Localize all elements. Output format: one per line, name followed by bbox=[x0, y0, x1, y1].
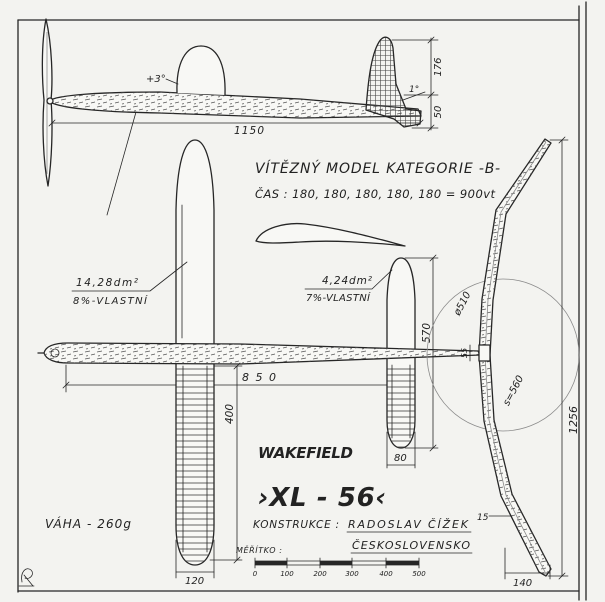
moment-arm-label: 850 bbox=[242, 371, 276, 384]
propeller-disc bbox=[426, 278, 580, 432]
fin-height-label: 176 bbox=[433, 57, 444, 76]
stab-span-extension-lines bbox=[404, 254, 439, 452]
propeller-hub bbox=[478, 344, 491, 362]
model-category: WAKEFIELD bbox=[258, 444, 353, 462]
stabilizer-airfoil-label: 7%-VLASTNÍ bbox=[306, 291, 371, 304]
wing-incidence-label: +3° bbox=[146, 74, 166, 85]
scale-bar bbox=[254, 557, 420, 569]
wing-area-label: 14,28dm² bbox=[76, 277, 139, 289]
propeller-view: ø510 55 s=560 1256 15 140 bbox=[426, 136, 580, 589]
model-weight: VÁHA - 260g bbox=[45, 516, 131, 531]
view-leader-line bbox=[106, 111, 137, 216]
propeller-length-extension-lines bbox=[547, 136, 569, 580]
scale-tick-label: 300 bbox=[345, 570, 359, 578]
length-dimension-label: 1150 bbox=[234, 125, 264, 137]
stabilizer-ribs bbox=[387, 365, 415, 448]
spinner bbox=[46, 97, 54, 105]
stabilizer-area-leader bbox=[304, 269, 393, 290]
fin-height-extension-lines bbox=[391, 39, 439, 129]
blade-width-label: 140 bbox=[513, 578, 532, 589]
moment-arm-extension-lines bbox=[62, 364, 397, 393]
wing-airfoil-label: 8%-VLASTNÍ bbox=[73, 294, 148, 307]
tail-incidence-leader bbox=[402, 91, 426, 101]
scale-tick-label: 400 bbox=[379, 570, 393, 578]
stabilizer-spars bbox=[391, 364, 411, 439]
stabilizer-area-label: 4,24dm² bbox=[322, 275, 373, 287]
length-dimension-ticks bbox=[48, 119, 424, 127]
scale-tick-label: 100 bbox=[280, 570, 294, 578]
fin bbox=[365, 36, 422, 128]
propeller-length-label: 1256 bbox=[567, 406, 580, 434]
top-view: 850 14,28dm² 8%-VLASTNÍ 4,24dm² 7%-VLAST… bbox=[37, 139, 481, 587]
half-span-extension-lines bbox=[209, 362, 243, 564]
fin-lower-label: 50 bbox=[433, 106, 444, 119]
tail-incidence-label: 1° bbox=[409, 85, 419, 95]
hub-dimension-label: 55 bbox=[460, 348, 469, 358]
blade-width-extension-lines bbox=[504, 547, 551, 580]
credits-label: KONSTRUKCE : bbox=[253, 519, 339, 531]
airfoil-section bbox=[255, 222, 406, 247]
scale-segment-3 bbox=[320, 561, 352, 565]
drawing-title: VÍTĚZNÝ MODEL KATEGORIE -B- bbox=[255, 159, 500, 177]
fuselage-side-grain bbox=[49, 92, 421, 118]
wing-pylon bbox=[176, 45, 226, 96]
scale-tick-label: 500 bbox=[412, 570, 426, 578]
half-span-label: 400 bbox=[224, 404, 236, 424]
wing-ribs bbox=[176, 366, 214, 565]
nose-block bbox=[50, 348, 60, 358]
propeller-diameter-label: ø510 bbox=[452, 290, 474, 318]
wing-area-leader bbox=[71, 261, 188, 292]
scale-segment-5 bbox=[386, 561, 419, 565]
flight-times: ČAS : 180, 180, 180, 180, 180 = 900vt bbox=[255, 186, 495, 201]
scale-tick-label: 200 bbox=[313, 570, 327, 578]
signature-logo bbox=[18, 568, 35, 587]
stab-chord-extension-lines bbox=[386, 431, 416, 469]
side-view: +3° 1° 1150 176 50 bbox=[41, 18, 444, 216]
fuselage-top-grain bbox=[44, 343, 480, 364]
model-name: ›XL - 56‹ bbox=[258, 483, 386, 513]
fin-height-ticks bbox=[427, 36, 435, 132]
scale-tick-label: 0 bbox=[253, 570, 258, 578]
title-block: WAKEFIELD ›XL - 56‹ KONSTRUKCE : RADOSLA… bbox=[18, 444, 473, 587]
blade-tip-label: 15 bbox=[477, 513, 489, 523]
wing-chord-label: 120 bbox=[185, 576, 204, 587]
stab-span-label: 570 bbox=[421, 323, 433, 343]
header: VÍTĚZNÝ MODEL KATEGORIE -B- ČAS : 180, 1… bbox=[255, 159, 500, 201]
designer-name: RADOSLAV ČÍŽEK bbox=[348, 518, 469, 531]
propeller-blade-grain bbox=[479, 139, 551, 576]
propeller-pitch-label: s=560 bbox=[501, 374, 526, 408]
wing-spars bbox=[182, 365, 208, 553]
scale-segment-1 bbox=[255, 561, 287, 565]
scale-label: MĚŘÍTKO : bbox=[236, 544, 282, 555]
wing-incidence-leader bbox=[165, 78, 179, 85]
scale-ticks bbox=[254, 557, 420, 569]
drawing-frame bbox=[17, 1, 587, 601]
stab-chord-label: 80 bbox=[394, 453, 407, 464]
designer-country: ČESKOSLOVENSKO bbox=[352, 539, 470, 552]
